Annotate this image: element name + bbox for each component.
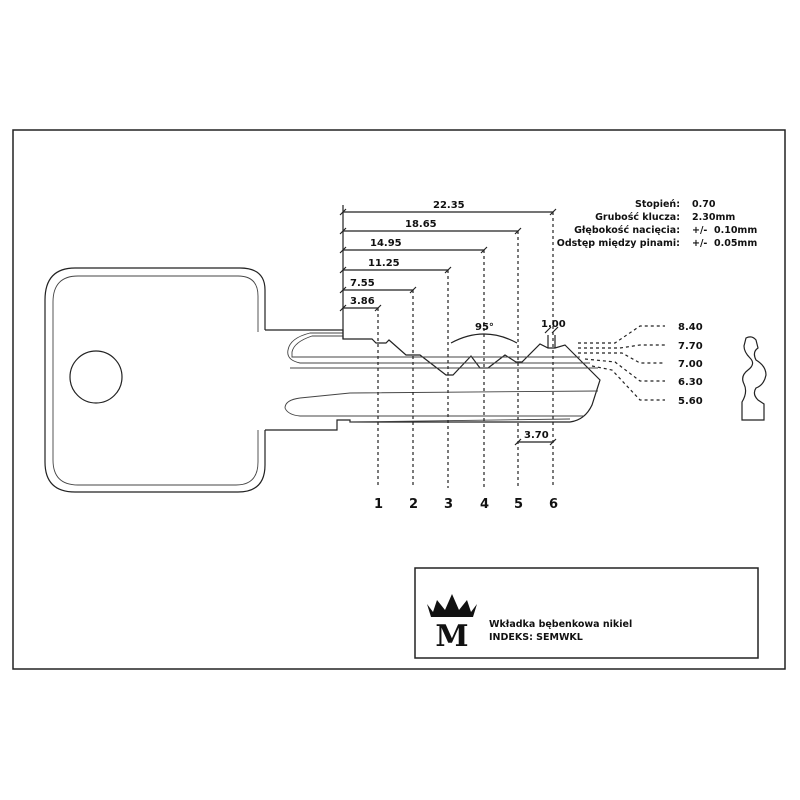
specs-table: Stopień: 0.70 Grubość klucza: 2.30mm Głę…	[557, 199, 758, 249]
key-blade	[265, 329, 601, 431]
spec-label: Stopień:	[635, 199, 680, 210]
depth-7-00: 7.00	[678, 359, 703, 370]
position-1: 1	[374, 497, 383, 512]
position-2: 2	[409, 497, 418, 512]
product-name: Wkładka bębenkowa nikiel	[489, 619, 632, 630]
spec-value: +/- 0.10mm	[692, 225, 757, 236]
dimension-lines	[339, 208, 559, 446]
depth-8-40: 8.40	[678, 322, 703, 333]
tip-length-label: 3.70	[524, 430, 549, 441]
depth-5-60: 5.60	[678, 396, 703, 407]
dim-18-65: 18.65	[405, 219, 437, 230]
dim-14-95: 14.95	[370, 238, 402, 249]
logo-letter: M	[435, 619, 468, 654]
spec-value: +/- 0.05mm	[692, 238, 757, 249]
position-5: 5	[514, 497, 523, 512]
depth-7-70: 7.70	[678, 341, 703, 352]
spec-label: Głębokość nacięcia:	[574, 225, 680, 236]
position-6: 6	[549, 497, 558, 512]
depth-leaders: 8.40 7.70 7.00 6.30 5.60	[578, 322, 703, 407]
depth-6-30: 6.30	[678, 377, 703, 388]
spec-value: 0.70	[692, 199, 716, 210]
dim-7-55: 7.55	[350, 278, 375, 289]
key-hole	[69, 350, 123, 404]
dim-11-25: 11.25	[368, 258, 400, 269]
tip-width-label: 1.00	[541, 319, 566, 330]
dim-22-35: 22.35	[433, 200, 465, 211]
drawing-frame	[12, 129, 786, 670]
product-index: INDEKS: SEMWKL	[489, 632, 583, 643]
position-3: 3	[444, 497, 453, 512]
spec-label: Odstęp między pinami:	[557, 238, 680, 249]
position-numbers: 1 2 3 4 5 6	[374, 497, 558, 512]
key-profile	[741, 336, 767, 421]
position-4: 4	[480, 497, 489, 512]
crown-logo	[427, 594, 477, 617]
angle-label: 95°	[475, 322, 494, 333]
key-head	[44, 267, 266, 493]
spec-value: 2.30mm	[692, 212, 735, 223]
dim-3-86: 3.86	[350, 296, 375, 307]
spec-label: Grubość klucza:	[595, 212, 680, 223]
title-block: M Wkładka bębenkowa nikiel INDEKS: SEMWK…	[414, 567, 759, 659]
